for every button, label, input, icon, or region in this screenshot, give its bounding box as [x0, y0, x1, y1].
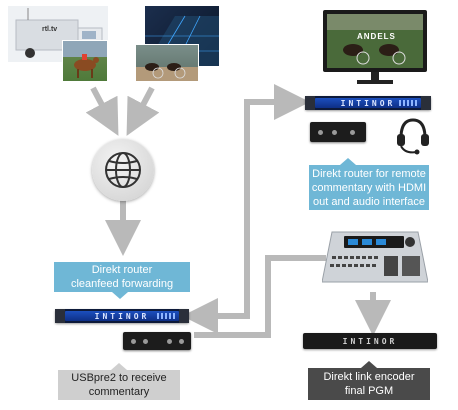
internet-node: [92, 139, 154, 201]
remote-router-device: INTINOR: [305, 96, 431, 110]
encoder-device: INTINOR: [303, 333, 437, 349]
headset-icon: [397, 118, 429, 155]
arrow-from-mixer: [194, 255, 323, 338]
encoder-brand: INTINOR: [342, 336, 398, 346]
mixer-icon: [321, 231, 429, 283]
label-pointer: [112, 292, 128, 299]
usbpre-device: [123, 332, 191, 350]
globe-icon: [105, 152, 141, 188]
truck-logo: rtl.tv: [42, 26, 58, 33]
horse-race-photo-1: [62, 40, 108, 82]
label-usbpre: USBpre2 to receive commentary: [58, 370, 180, 400]
label-pointer: [340, 158, 356, 165]
label-cleanfeed-router: Direkt router cleanfeed forwarding: [54, 262, 190, 292]
label-pointer: [361, 361, 377, 368]
audio-interface-device: [310, 122, 366, 142]
monitor-caption: ANDELS: [357, 32, 396, 41]
monitor-icon: [323, 10, 427, 84]
router-brand: INTINOR: [94, 311, 150, 321]
router-brand: INTINOR: [340, 98, 396, 108]
arrow-source-left: [85, 86, 119, 136]
label-pointer: [111, 363, 127, 370]
arrow-to-remote-router: [200, 84, 310, 319]
label-encoder: Direkt link encoder final PGM: [308, 368, 430, 400]
cleanfeed-router-device: INTINOR: [55, 309, 189, 323]
monitor: ANDELS: [323, 10, 427, 86]
arrow-source-right: [126, 86, 160, 136]
vision-mixer: [321, 226, 429, 290]
horse-race-photo-2: [135, 44, 199, 82]
label-remote-router: Direkt router for remote commentary with…: [309, 165, 429, 210]
